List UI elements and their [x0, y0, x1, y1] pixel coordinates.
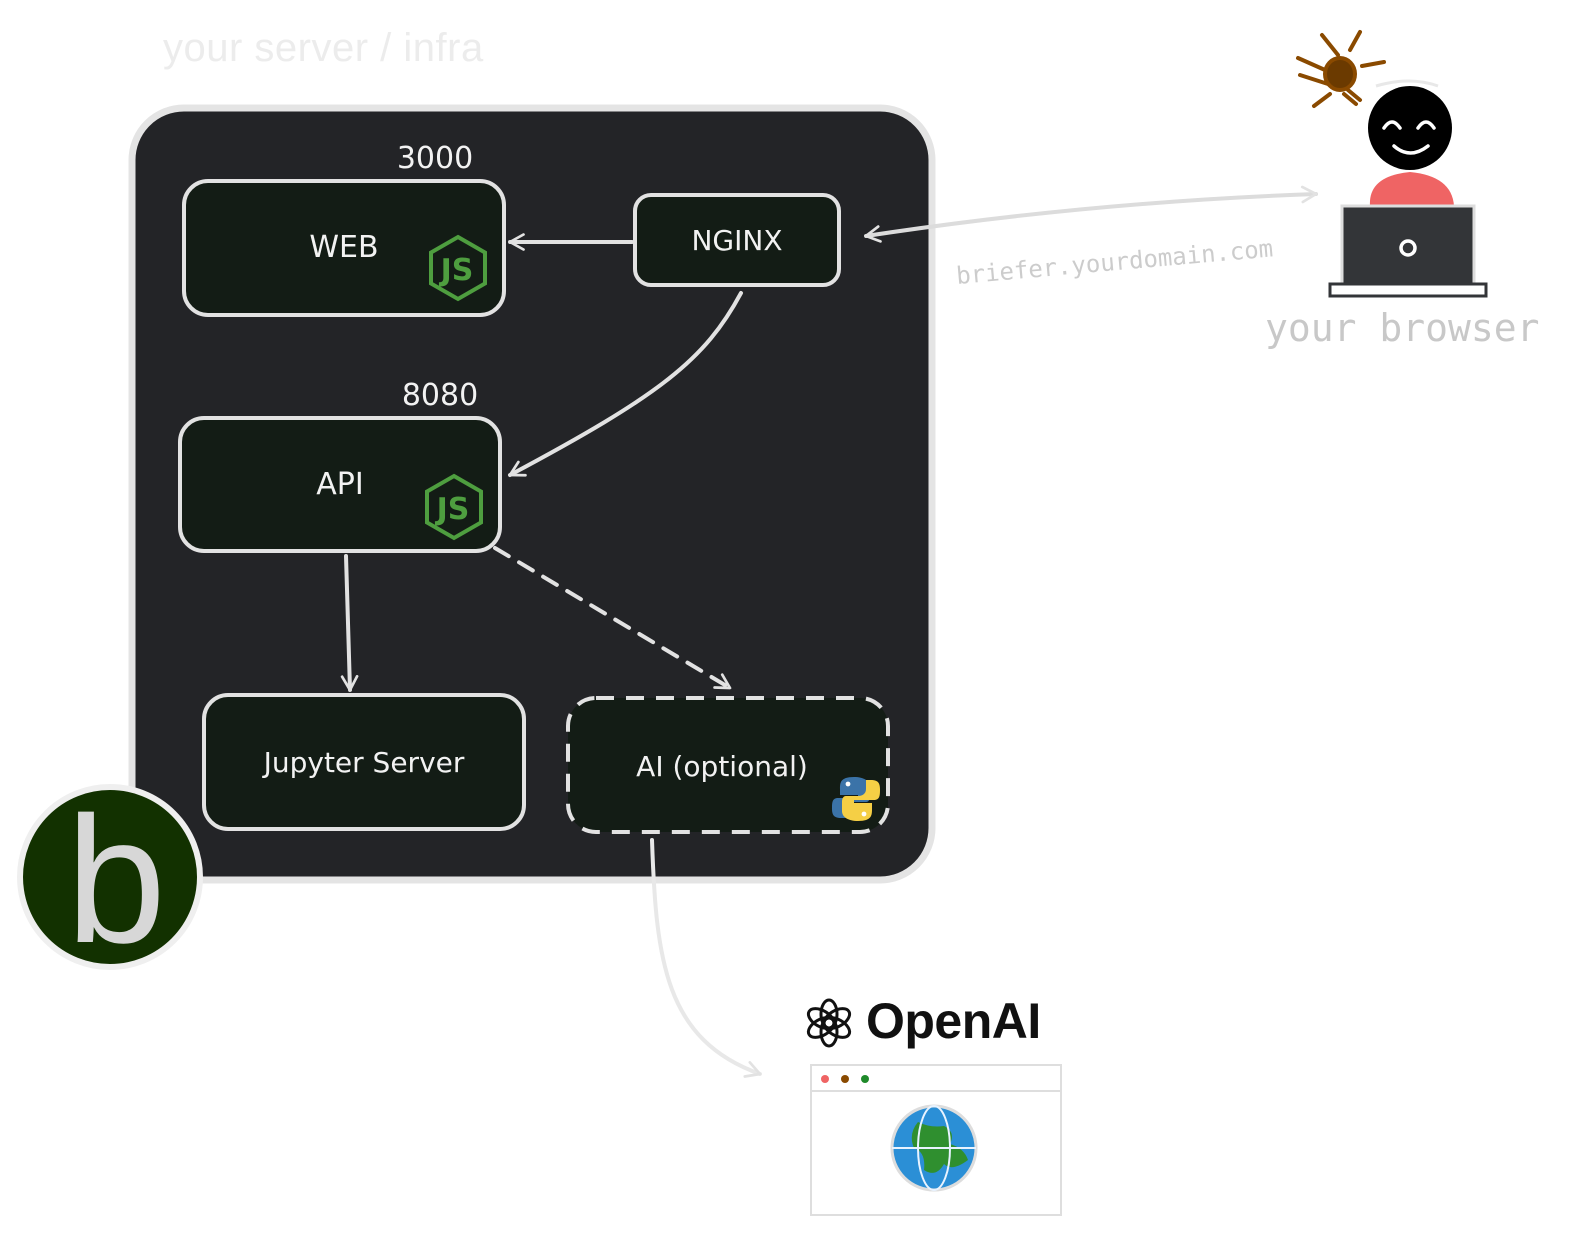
- lightbulb-icon: [1296, 30, 1386, 108]
- person-face: [1368, 86, 1452, 170]
- nginx-label: NGINX: [691, 224, 782, 257]
- python-icon: [832, 777, 880, 821]
- nodejs-icon: JS: [425, 473, 483, 541]
- svg-text:JS: JS: [439, 253, 474, 288]
- browser-caption: your browser: [1265, 306, 1540, 350]
- edge-nginx-api: [508, 291, 743, 477]
- user-illustration: [1296, 30, 1488, 298]
- edge-api-jupyter: [340, 554, 359, 692]
- person-shirt: [1369, 172, 1454, 206]
- openai-icon: [806, 998, 852, 1048]
- ai-node: AI (optional): [566, 696, 890, 834]
- ai-label: AI (optional): [636, 750, 808, 783]
- edge-browser-nginx: [864, 185, 1318, 243]
- api-port: 8080: [402, 378, 478, 413]
- web-port: 3000: [397, 141, 473, 176]
- nodejs-icon: JS: [429, 234, 487, 302]
- jupyter-label: Jupyter Server: [262, 746, 465, 779]
- edge-api-ai: [493, 546, 732, 690]
- briefer-logo-letter: b: [66, 780, 166, 981]
- web-label: WEB: [309, 230, 378, 265]
- api-label: API: [316, 467, 363, 502]
- web-node: WEB 3000 JS: [182, 141, 506, 317]
- briefer-logo: b: [17, 780, 203, 981]
- openai-label: OpenAI: [866, 993, 1041, 1049]
- globe-icon: [890, 1104, 978, 1192]
- jupyter-node: Jupyter Server: [202, 693, 526, 831]
- api-node: API 8080 JS: [178, 378, 502, 553]
- svg-text:JS: JS: [435, 492, 470, 527]
- infra-caption: your server / infra: [163, 26, 484, 70]
- edges: [340, 185, 1318, 1078]
- edge-ai-openai: [650, 838, 762, 1078]
- nginx-node: NGINX: [633, 193, 841, 287]
- domain-label: briefer.yourdomain.com: [955, 234, 1274, 290]
- browser-window-icon: [810, 1064, 1062, 1216]
- laptop-icon: [1328, 204, 1488, 298]
